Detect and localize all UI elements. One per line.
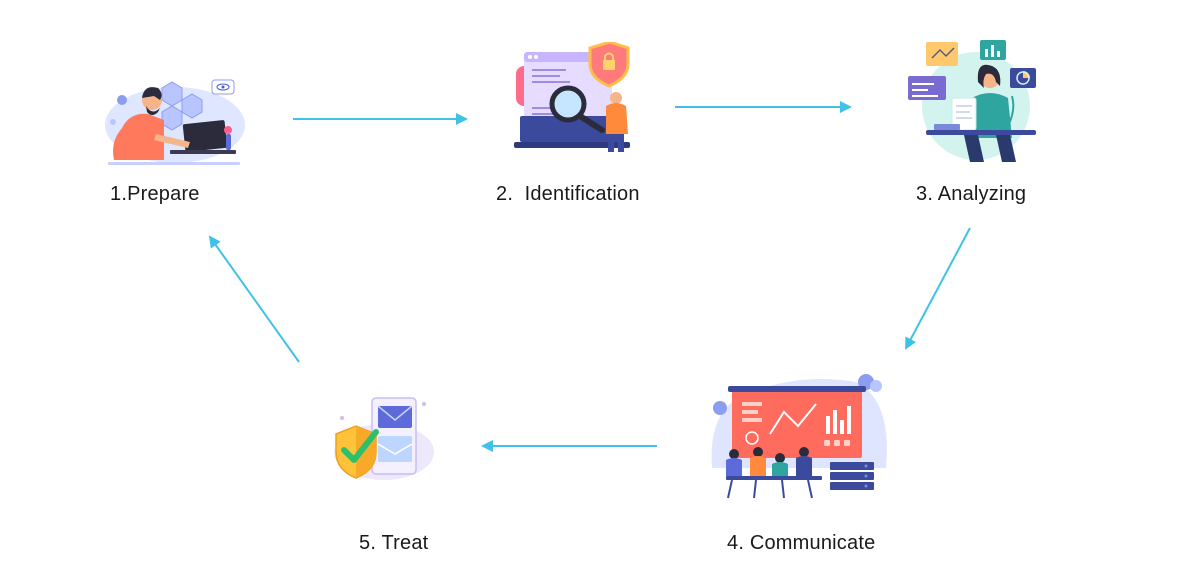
analyst-with-charts-illustration [908, 40, 1036, 162]
step-label-identification: 2. Identification [496, 183, 640, 205]
shield-checkmark-illustration [334, 397, 434, 480]
step-label-prepare: 1.Prepare [110, 183, 200, 205]
step-label-treat: 5. Treat [359, 532, 429, 554]
person-at-laptop-illustration [105, 79, 245, 165]
team-presentation-illustration [711, 374, 887, 499]
step-label-communicate: 4. Communicate [727, 532, 876, 554]
arrow-analyzing-to-communicate [905, 227, 971, 350]
step-label-analyzing: 3. Analyzing [916, 183, 1027, 205]
arrow-treat-to-prepare [208, 235, 300, 363]
magnifier-security-illustration [514, 42, 630, 152]
